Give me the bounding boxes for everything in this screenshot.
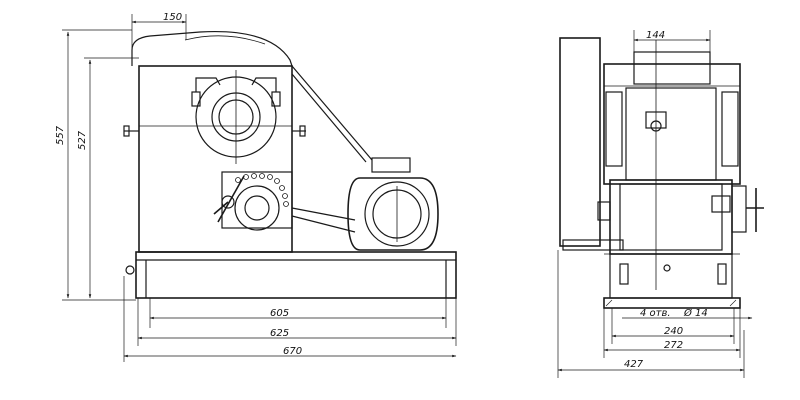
dim-side-527: 527 (77, 130, 88, 150)
dim-side-605: 605 (270, 308, 289, 319)
front-stand (604, 253, 740, 299)
dim-front-diameter: Ø 14 (683, 307, 708, 319)
dim-side-625: 625 (270, 328, 289, 339)
belt-guard (291, 65, 373, 161)
pulley-cover (131, 30, 293, 67)
side-view: 150 557 527 605 625 670 (55, 12, 457, 362)
dim-front-holes: 4 отв. (640, 308, 671, 319)
dim-front-144: 144 (646, 30, 665, 41)
dim-front-240: 240 (664, 326, 683, 337)
dim-side-150: 150 (163, 12, 182, 23)
upper-bearing (191, 70, 281, 164)
dim-front-272: 272 (664, 340, 683, 351)
dim-side-670: 670 (283, 346, 302, 357)
front-base-plate (603, 297, 741, 309)
upper-body (603, 63, 741, 185)
lower-body (609, 179, 733, 255)
base-frame (125, 251, 457, 299)
electric-motor (347, 157, 439, 251)
right-bolt (292, 125, 306, 137)
pulley-edge (559, 37, 601, 247)
adjustment-panel (213, 171, 293, 231)
front-handle (711, 185, 764, 233)
front-view: 144 4 отв. Ø 14 240 272 427 (557, 30, 764, 378)
dim-front-427: 427 (624, 359, 644, 370)
left-bolt (123, 125, 139, 137)
dim-side-557: 557 (55, 125, 66, 145)
